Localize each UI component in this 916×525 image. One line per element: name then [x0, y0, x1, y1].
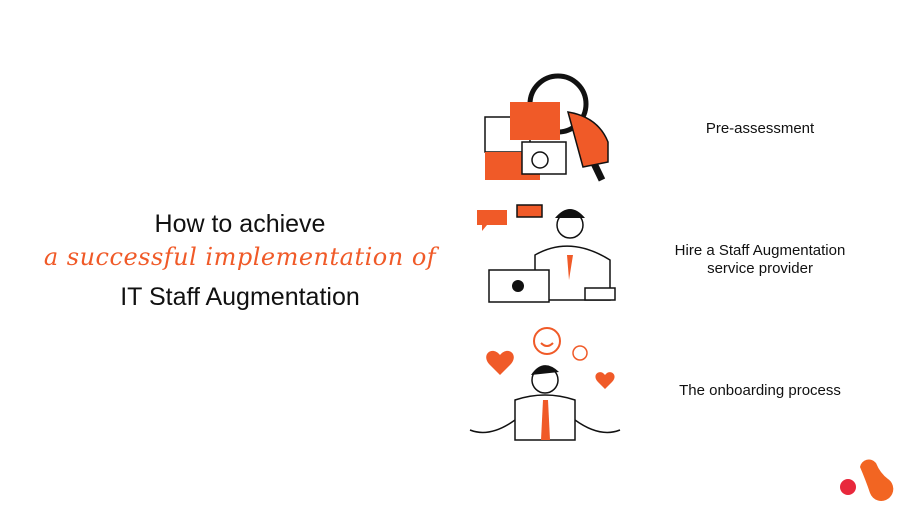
person-on-phone-laptop-icon	[477, 204, 616, 303]
magnifying-glass-person-icon	[484, 73, 609, 182]
heading-line-1: How to achieve	[154, 210, 326, 238]
step-pre-assessment: Pre-assessment	[705, 120, 815, 137]
company-logo	[840, 459, 894, 501]
step-onboarding: The onboarding process	[679, 382, 841, 399]
step-hire-provider: Hire a Staff Augmentation service provid…	[674, 242, 846, 277]
heading-line-2-script: a successful implementation of	[43, 243, 437, 271]
heading-line-3: IT Staff Augmentation	[120, 283, 360, 311]
happy-person-hearts-icon	[469, 327, 621, 441]
